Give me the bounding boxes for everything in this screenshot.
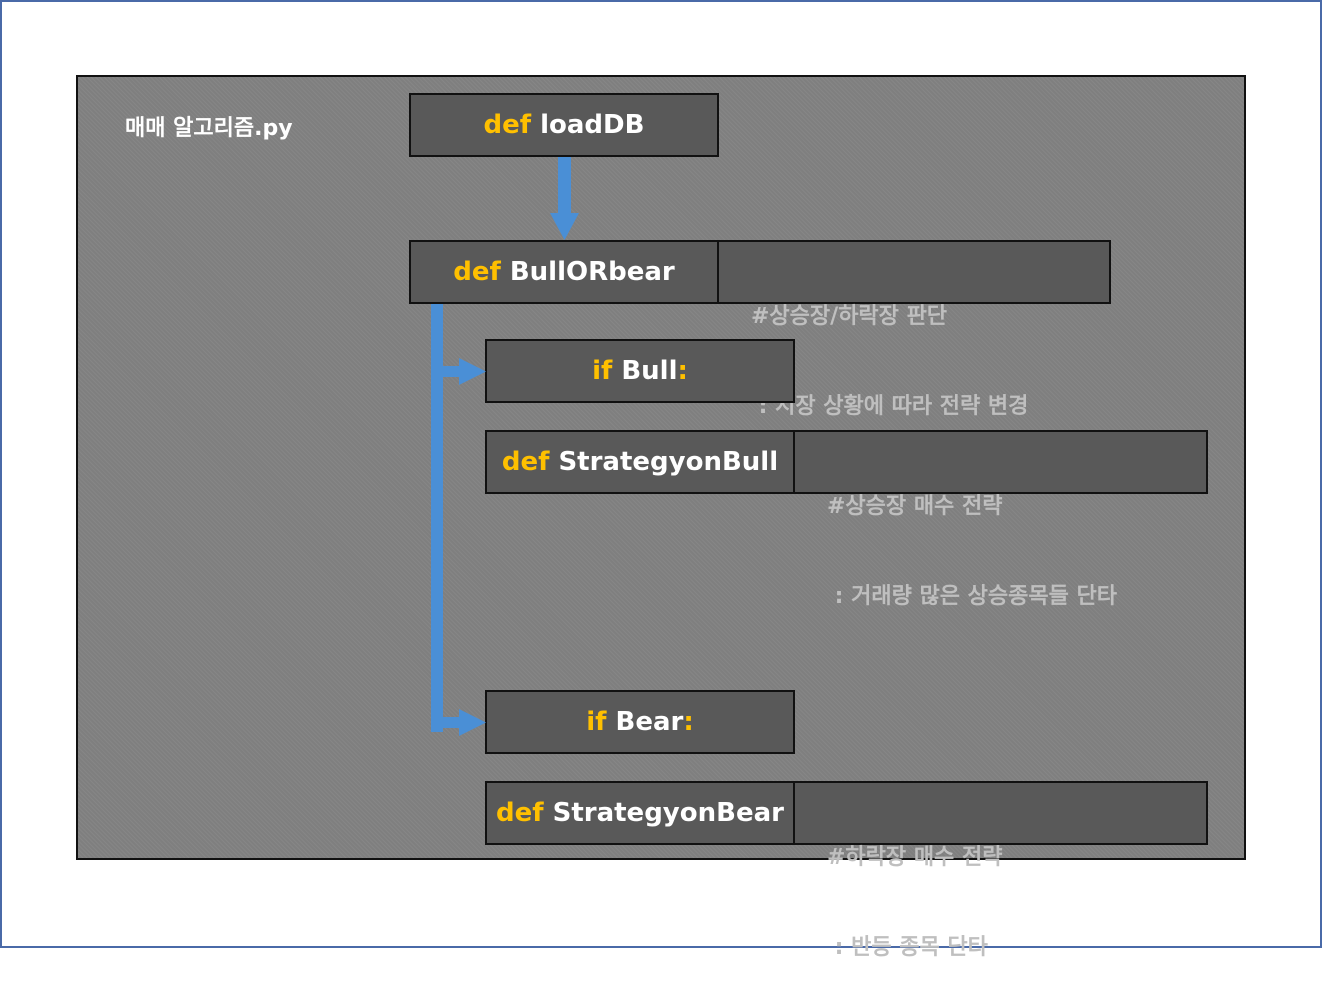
if-keyword: if <box>592 356 613 386</box>
comment-line: : 반등 종목 단타 <box>827 935 988 960</box>
comment-bull-or-bear: #상승장/하락장 판단 : 시장 상황에 따라 전략 변경 <box>719 240 1111 419</box>
function-name: BullORbear <box>509 257 675 287</box>
comment-line: : 시장 상황에 따라 전략 변경 <box>751 394 1029 419</box>
comment-line: #하락장 매수 전략 <box>827 845 1003 870</box>
function-name: loadDB <box>540 110 645 140</box>
comment-line: : 거래량 많은 상승종목들 단타 <box>827 584 1117 609</box>
comment-strategy-bull: #상승장 매수 전략 : 거래량 많은 상승종목들 단타 <box>795 430 1208 609</box>
def-keyword: def <box>501 447 550 477</box>
node-if-bear: if Bear : <box>485 690 795 754</box>
def-keyword: def <box>496 798 544 828</box>
condition-name: Bear <box>615 707 684 737</box>
file-title: 매매 알고리즘.py <box>125 116 293 141</box>
function-name: StrategyonBear <box>552 798 784 828</box>
comment-line: #상승장 매수 전략 <box>827 494 1003 519</box>
condition-colon: : <box>683 707 694 737</box>
condition-colon: : <box>677 356 688 386</box>
comment-line: #상승장/하락장 판단 <box>751 304 948 329</box>
if-keyword: if <box>586 707 607 737</box>
node-bull-or-bear: def BullORbear <box>409 240 719 304</box>
function-name: StrategyonBull <box>558 447 779 477</box>
comment-strategy-bear: #하락장 매수 전략 : 반등 종목 단타 <box>795 781 1208 960</box>
def-keyword: def <box>483 110 532 140</box>
def-keyword: def <box>453 257 501 287</box>
node-load-db: def loadDB <box>409 93 719 157</box>
node-strategy-bear: def StrategyonBear <box>485 781 795 845</box>
node-strategy-bull: def StrategyonBull <box>485 430 795 494</box>
node-if-bull: if Bull : <box>485 339 795 403</box>
condition-name: Bull <box>621 356 678 386</box>
